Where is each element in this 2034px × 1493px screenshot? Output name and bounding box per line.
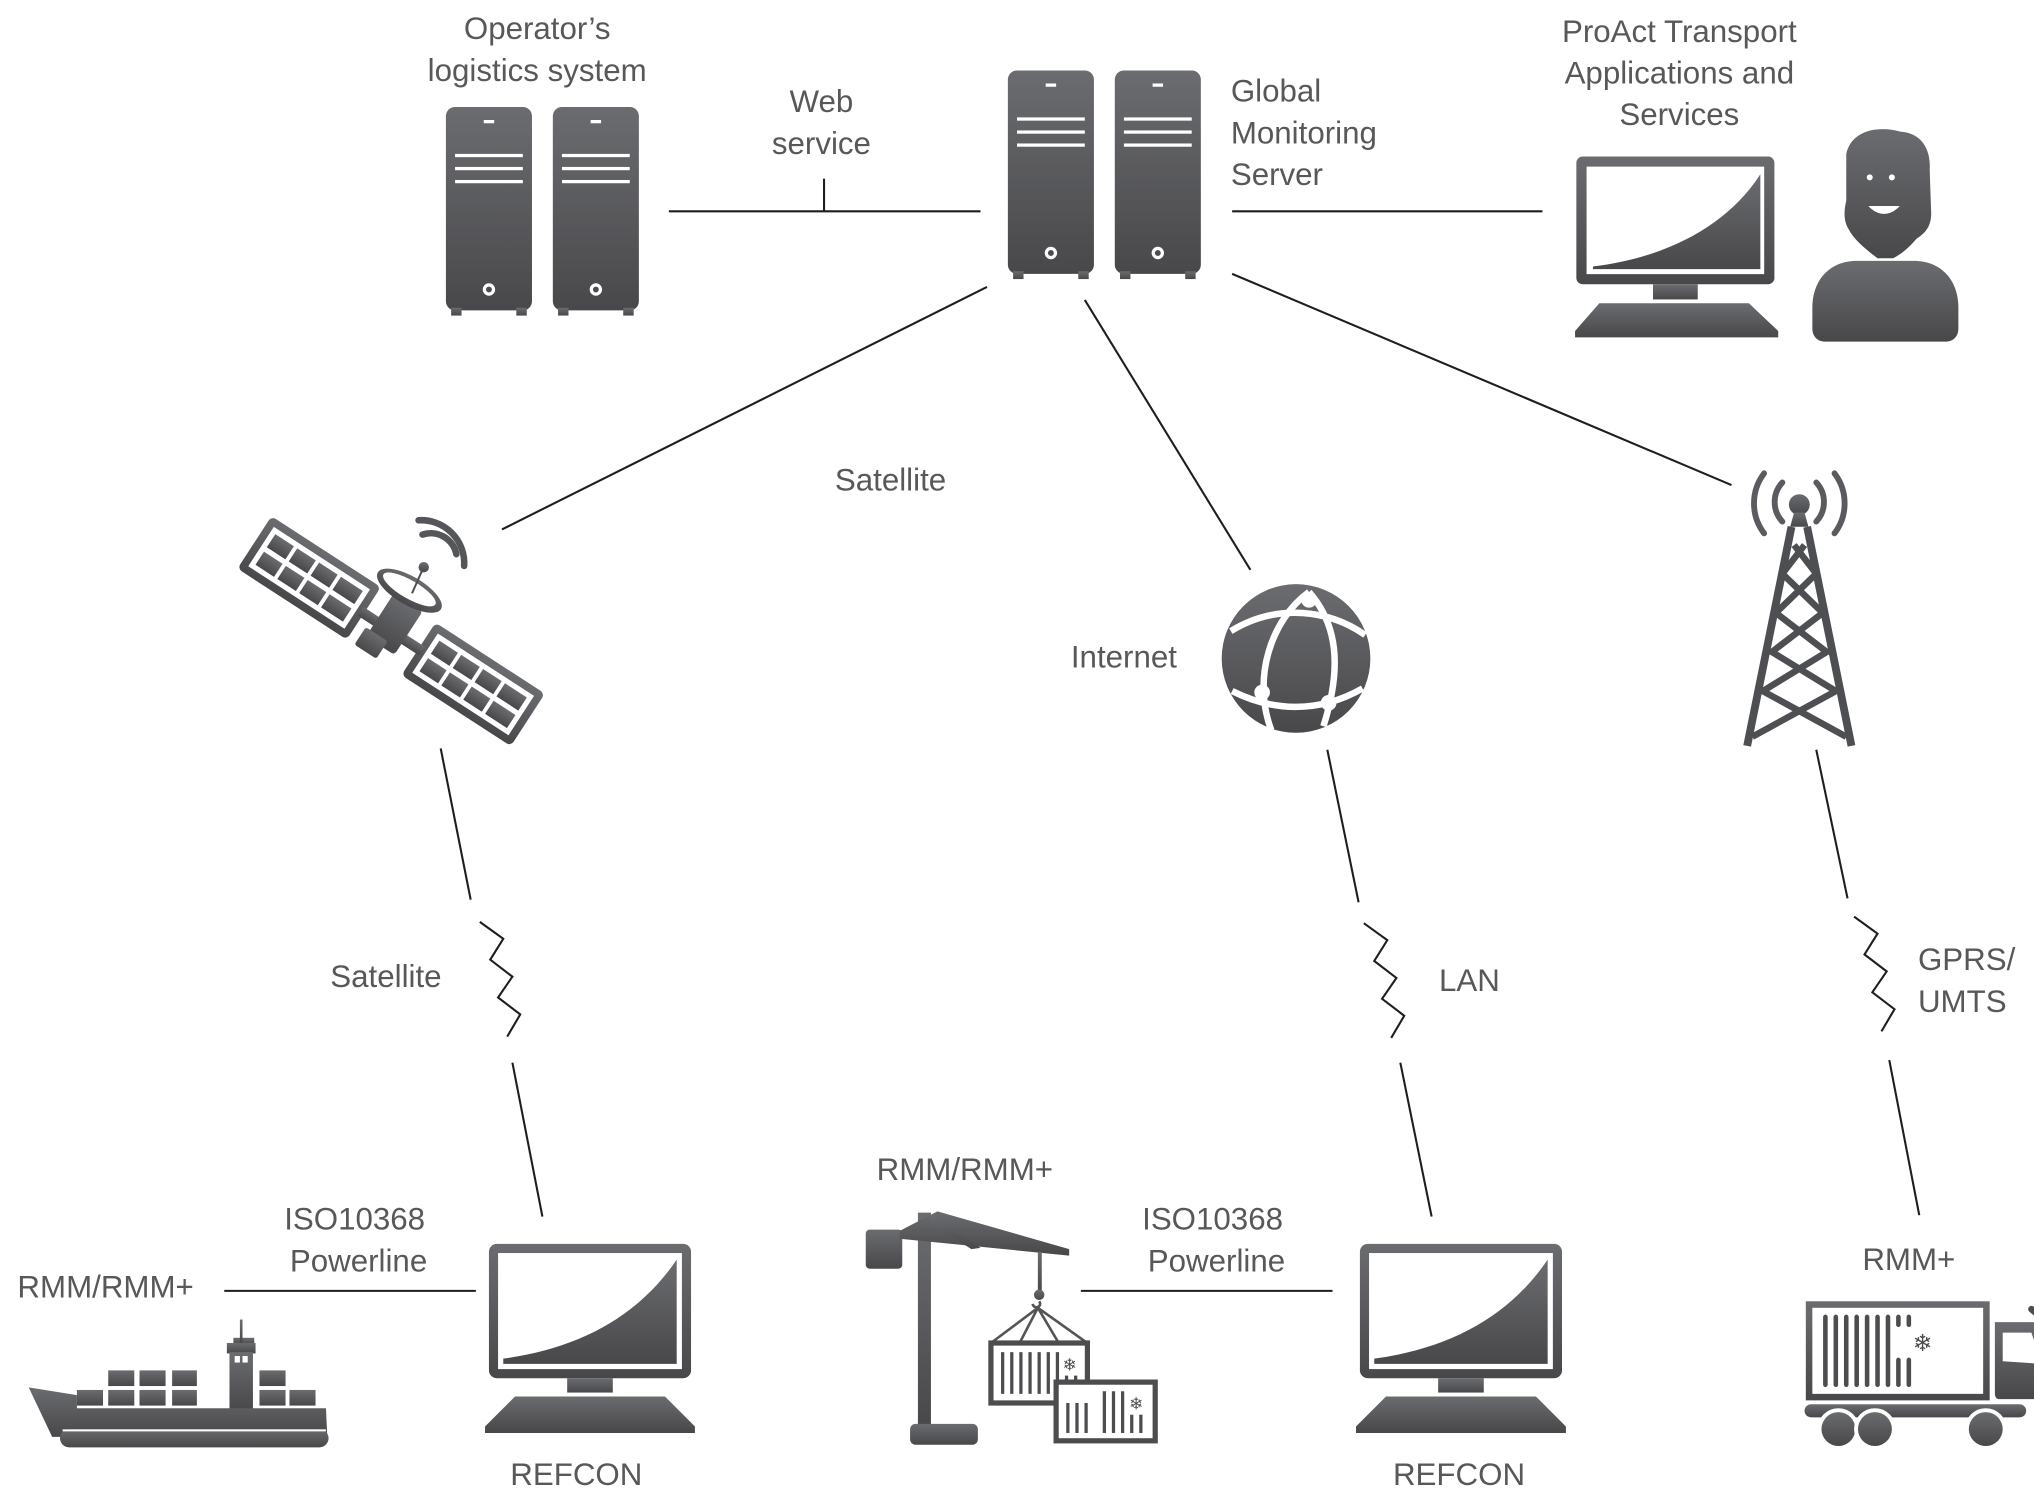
refcon-right-label: REFCON — [1393, 1457, 1525, 1492]
server-to-tower-link — [1231, 272, 1732, 487]
ship-link-label-1: ISO10368 — [284, 1202, 425, 1237]
operator-logistics-label-2: logistics system — [428, 53, 647, 88]
gms-label-1: Global — [1231, 74, 1321, 109]
satellite-icon — [239, 517, 543, 745]
monitor-icon — [1356, 1243, 1566, 1433]
satellite-uplink-line — [439, 748, 472, 900]
cell-tower-icon — [1743, 470, 1856, 747]
truck-node[interactable]: RMM+ ❄ — [1804, 1242, 2034, 1450]
server-to-internet-link — [1083, 299, 1252, 571]
ship-label: RMM/RMM+ — [17, 1269, 193, 1304]
satellite-radio-zigzag — [478, 920, 522, 1038]
internet-label: Internet — [1071, 640, 1177, 675]
crane-label: RMM/RMM+ — [877, 1152, 1053, 1187]
crane-node[interactable]: RMM/RMM+ ❄ ❄ — [865, 1152, 1158, 1445]
computer-icon — [1575, 156, 1779, 338]
satellite-radio-label: Satellite — [330, 959, 441, 994]
svg-text:❄: ❄ — [1913, 1329, 1933, 1357]
connection-lines — [224, 178, 1921, 1292]
proact-label-3: Services — [1619, 97, 1739, 132]
satellite-downlink-line — [511, 1062, 544, 1217]
reefer-truck-icon: ❄ — [1804, 1301, 2034, 1450]
user-avatar-icon — [1812, 129, 1959, 342]
refcon-left-label: REFCON — [510, 1457, 642, 1492]
ship-link-label-2: Powerline — [290, 1243, 427, 1278]
truck-label: RMM+ — [1862, 1242, 1955, 1277]
internet-uplink-line — [1326, 749, 1360, 903]
svg-text:❄: ❄ — [1129, 1394, 1143, 1414]
operator-logistics-label-1: Operator’s — [464, 11, 611, 46]
satellite-link-label: Satellite — [835, 462, 946, 497]
proact-label-2: Applications and — [1565, 55, 1795, 90]
operator-logistics-node[interactable]: Operator’s logistics system — [428, 11, 647, 318]
server-to-satellite-link — [501, 285, 988, 531]
svg-text:❄: ❄ — [1063, 1354, 1077, 1374]
container-ship-icon — [28, 1319, 329, 1448]
satellite-node[interactable] — [237, 514, 546, 746]
proact-label-1: ProAct Transport — [1562, 14, 1797, 49]
global-monitoring-server-node[interactable]: Global Monitoring Server — [1006, 68, 1377, 281]
lan-zigzag — [1362, 922, 1406, 1039]
web-service-label-2: service — [772, 126, 871, 161]
internet-node[interactable]: Internet — [1071, 584, 1371, 733]
gprs-label-2: UMTS — [1918, 984, 2007, 1019]
proact-apps-node[interactable]: ProAct Transport Applications and Servic… — [1562, 14, 1959, 342]
globe-network-icon — [1221, 584, 1371, 733]
server-pair-icon — [444, 105, 641, 318]
refcon-left-node[interactable]: REFCON — [485, 1243, 695, 1492]
web-service-label-1: Web — [790, 84, 854, 119]
lan-downlink-line — [1399, 1062, 1433, 1217]
crane-containers-icon: ❄ ❄ — [865, 1211, 1158, 1445]
lan-label: LAN — [1439, 963, 1500, 998]
refcon-right-node[interactable]: REFCON — [1356, 1243, 1566, 1492]
gprs-label-1: GPRS/ — [1918, 942, 2016, 977]
cell-tower-node[interactable] — [1743, 470, 1856, 747]
crane-link-label-1: ISO10368 — [1142, 1202, 1283, 1237]
gprs-zigzag — [1853, 915, 1896, 1033]
gms-label-3: Server — [1231, 157, 1323, 192]
tower-uplink-line — [1815, 749, 1849, 899]
monitor-icon — [485, 1243, 695, 1433]
gprs-downlink-line — [1888, 1059, 1921, 1216]
crane-link-label-2: Powerline — [1148, 1243, 1285, 1278]
server-pair-icon — [1006, 68, 1203, 281]
ship-node[interactable]: RMM/RMM+ — [17, 1269, 329, 1448]
gms-label-2: Monitoring — [1231, 115, 1377, 150]
